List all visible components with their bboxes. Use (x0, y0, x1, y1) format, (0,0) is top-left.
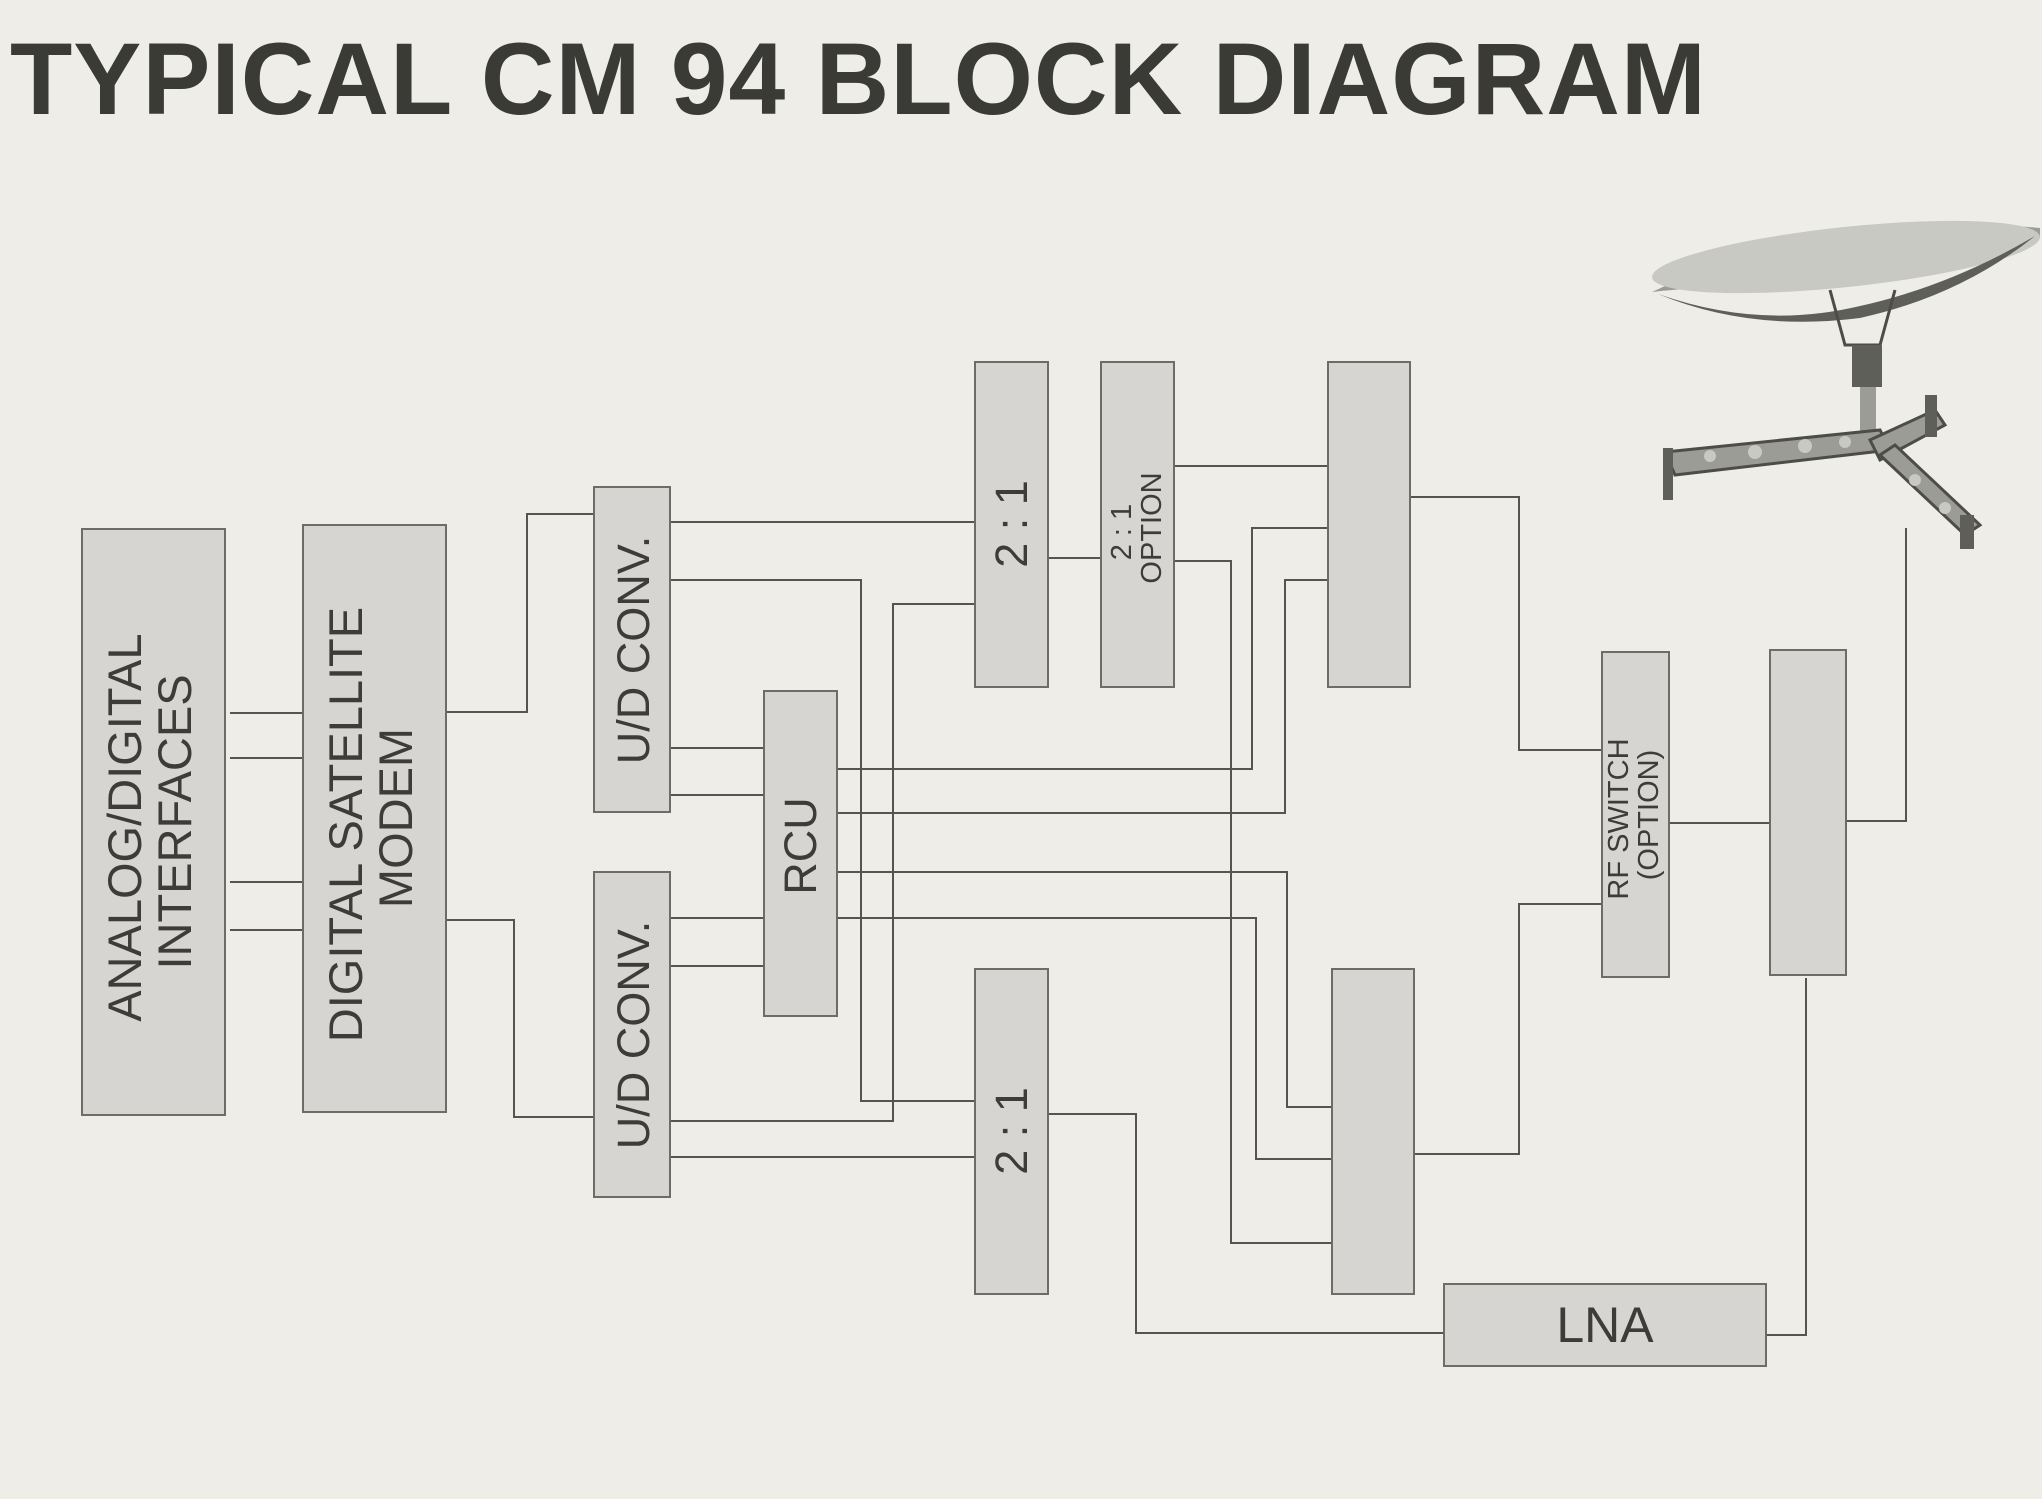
ssppa-option-block (1331, 968, 1415, 1295)
switch-2to1-option-label-line1: 2 : 1 (1106, 504, 1138, 560)
svg-text:DIGITAL SATELLITE MODEM: DIGITAL SATELLITE MODEM (319, 594, 422, 1042)
switch-2to1-upper-block: 2 : 1 (974, 361, 1049, 688)
modem-label-line1: DIGITAL SATELLITE (319, 607, 372, 1042)
rf-switch-label-line1: RF SWITCH (1603, 738, 1635, 899)
svg-text:2 : 1 OPTION: 2 : 1 OPTION (1106, 472, 1168, 583)
wire-rcu-ctrl-3 (837, 871, 1332, 1108)
diplexer-block (1769, 649, 1847, 976)
ud-converter-upper-label: U/D CONV. (608, 536, 659, 764)
connection-wires (230, 465, 1907, 1336)
switch-2to1-option-block: 2 : 1 OPTION (1100, 361, 1175, 688)
ud-converter-lower-label: U/D CONV. (608, 921, 659, 1149)
rcu-label: RCU (775, 797, 826, 895)
ssppa-block (1327, 361, 1411, 688)
ud-converter-upper-block: U/D CONV. (593, 486, 671, 813)
wire-option-to-sspa-option (1174, 560, 1332, 1244)
lna-block: LNA (1443, 1283, 1767, 1367)
modem-label-line2: MODEM (369, 728, 422, 908)
wire-rcu-ctrl-1 (837, 527, 1328, 770)
interfaces-label-line2: INTERFACES (148, 674, 201, 969)
switch-2to1-upper-label: 2 : 1 (986, 480, 1037, 568)
wire-diplexer-to-lna (1766, 978, 1807, 1336)
wire-modem-udconv-upper (446, 513, 594, 713)
svg-text:RF SWITCH (OPTION): RF SWITCH (OPTION) (1603, 730, 1665, 899)
wire-2to1-lower-to-lna (1048, 1113, 1444, 1334)
switch-2to1-lower-label: 2 : 1 (986, 1087, 1037, 1175)
rcu-block: RCU (763, 690, 838, 1017)
wire-udconv-upper-to-2to1-lower (670, 579, 975, 1102)
satellite-dish-antenna-icon (1652, 220, 2040, 549)
svg-text:ANALOG/DIGITAL INTERFACE: ANALOG/DIGITAL INTERFACES (98, 622, 201, 1022)
wire-modem-udconv-lower (446, 919, 594, 1118)
interfaces-label-line1: ANALOG/DIGITAL (98, 635, 151, 1022)
rf-switch-option-block: RF SWITCH (OPTION) (1601, 651, 1670, 978)
wire-udconv-lower-to-2to1-upper (670, 603, 975, 1122)
switch-2to1-lower-block: 2 : 1 (974, 968, 1049, 1295)
lna-label: LNA (1556, 1297, 1654, 1353)
switch-2to1-option-label-line2: OPTION (1136, 472, 1168, 583)
page-title: TYPICAL CM 94 BLOCK DIAGRAM (10, 22, 1707, 136)
wire-sspa-to-rfswitch (1410, 496, 1602, 751)
rf-switch-label-line2: (OPTION) (1633, 750, 1665, 881)
ud-converter-lower-block: U/D CONV. (593, 871, 671, 1198)
wire-ssppa-option-to-rfswitch (1414, 903, 1602, 1155)
wire-rcu-ctrl-4 (837, 917, 1332, 1160)
wire-diplexer-to-antenna (1846, 528, 1907, 822)
analog-digital-interfaces-block: ANALOG/DIGITAL INTERFACES (81, 528, 226, 1116)
wire-rcu-ctrl-2 (837, 579, 1328, 814)
digital-satellite-modem-block: DIGITAL SATELLITE MODEM (302, 524, 447, 1113)
